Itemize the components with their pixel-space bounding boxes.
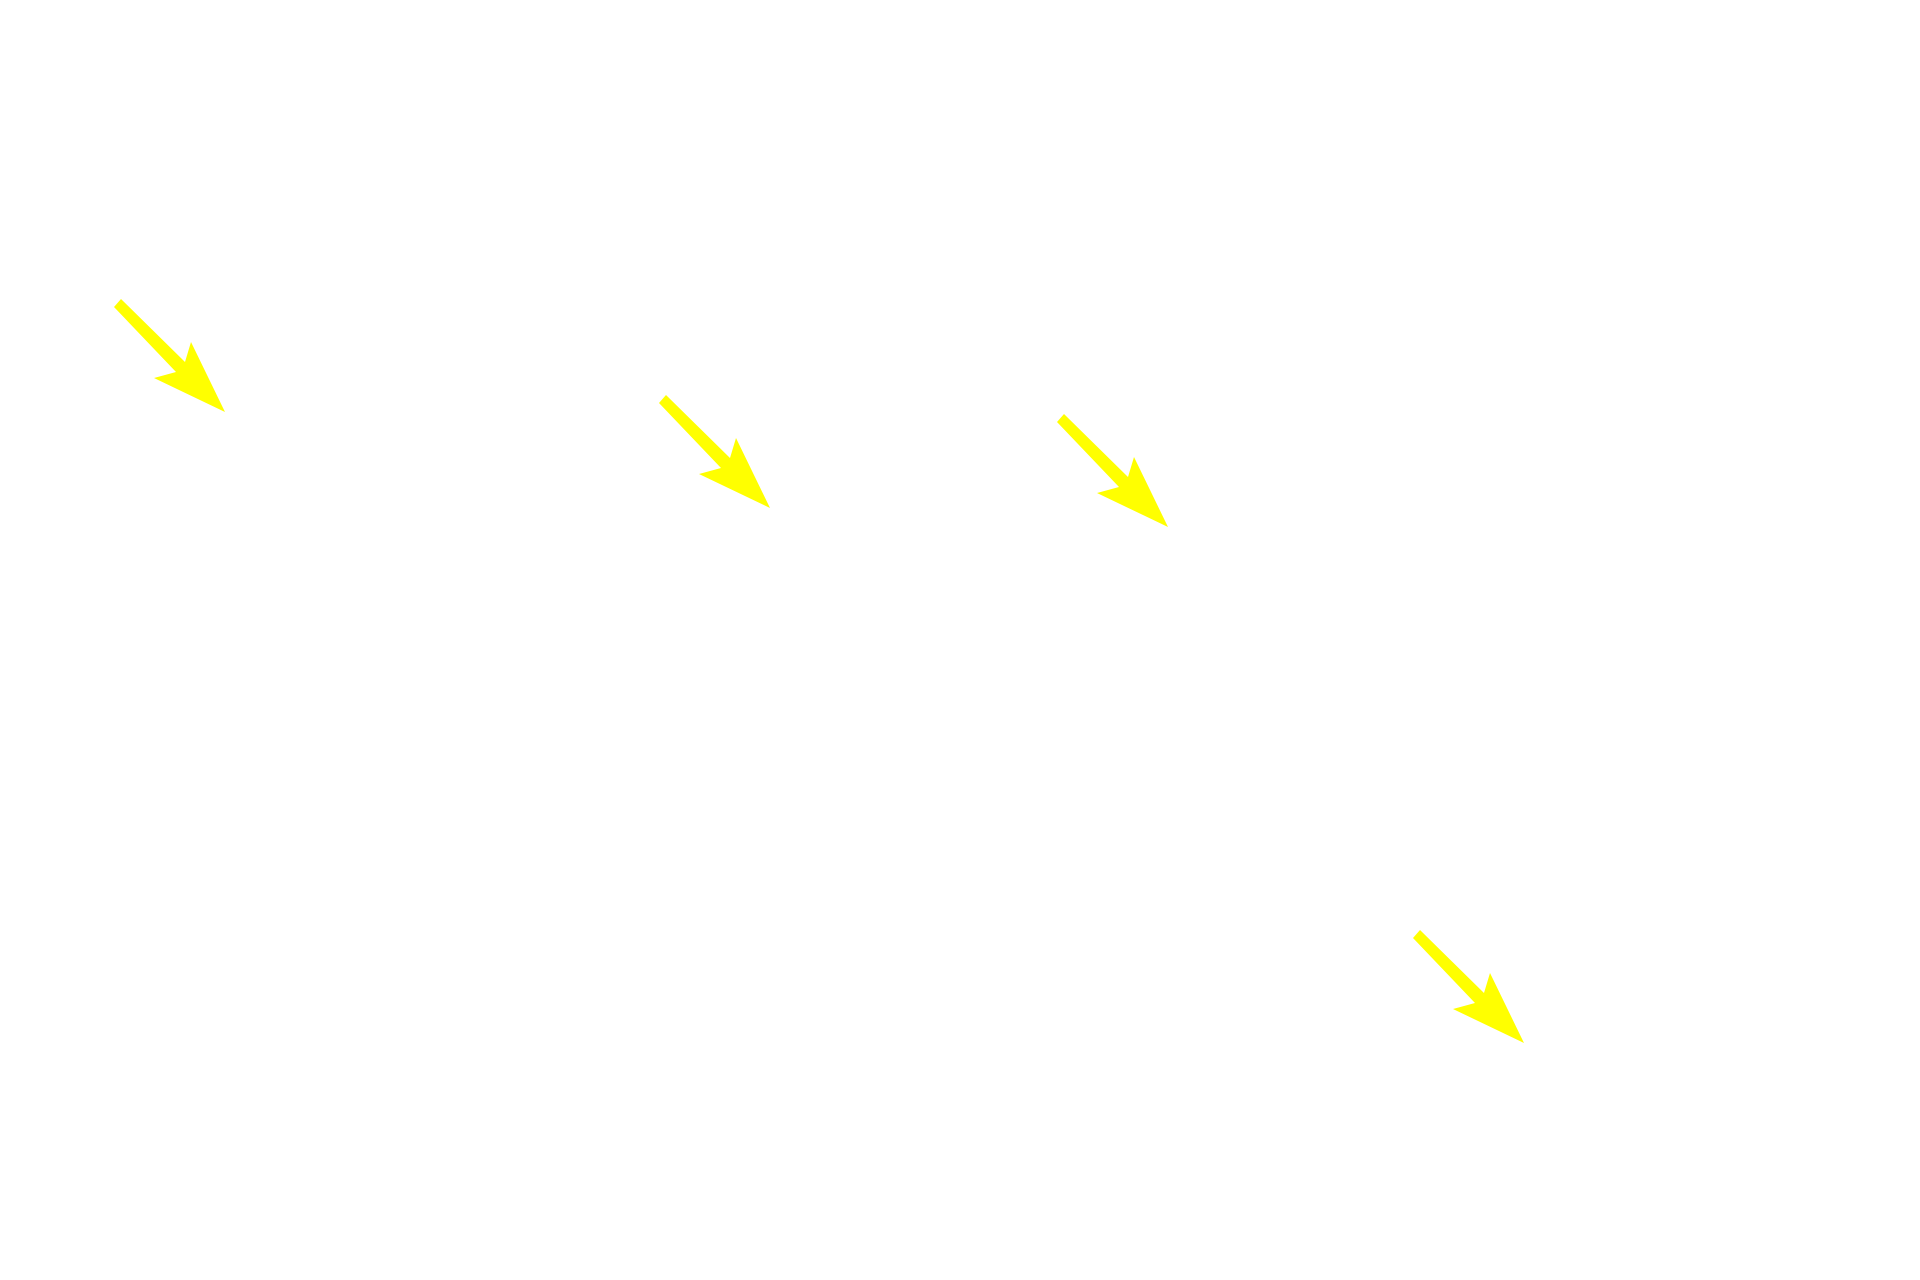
yellow-arrow-icon (1057, 414, 1168, 527)
yellow-arrow-icon (659, 395, 770, 508)
yellow-arrow-icon (1413, 930, 1524, 1043)
yellow-arrow-icon (114, 299, 225, 412)
